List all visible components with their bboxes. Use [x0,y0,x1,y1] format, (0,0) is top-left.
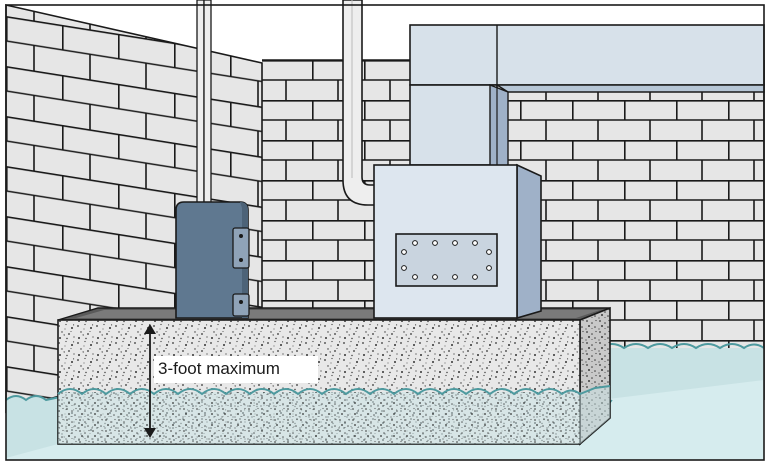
concrete-platform [57,306,611,446]
furnace [373,163,542,320]
vertical-double-arrow-icon [144,324,156,438]
riveted-panel-icon [395,233,498,287]
air-duct [409,24,765,191]
height-limit-label: 3-foot maximum [154,356,318,383]
electrical-conduit [196,0,212,206]
electrical-panel [175,201,250,319]
